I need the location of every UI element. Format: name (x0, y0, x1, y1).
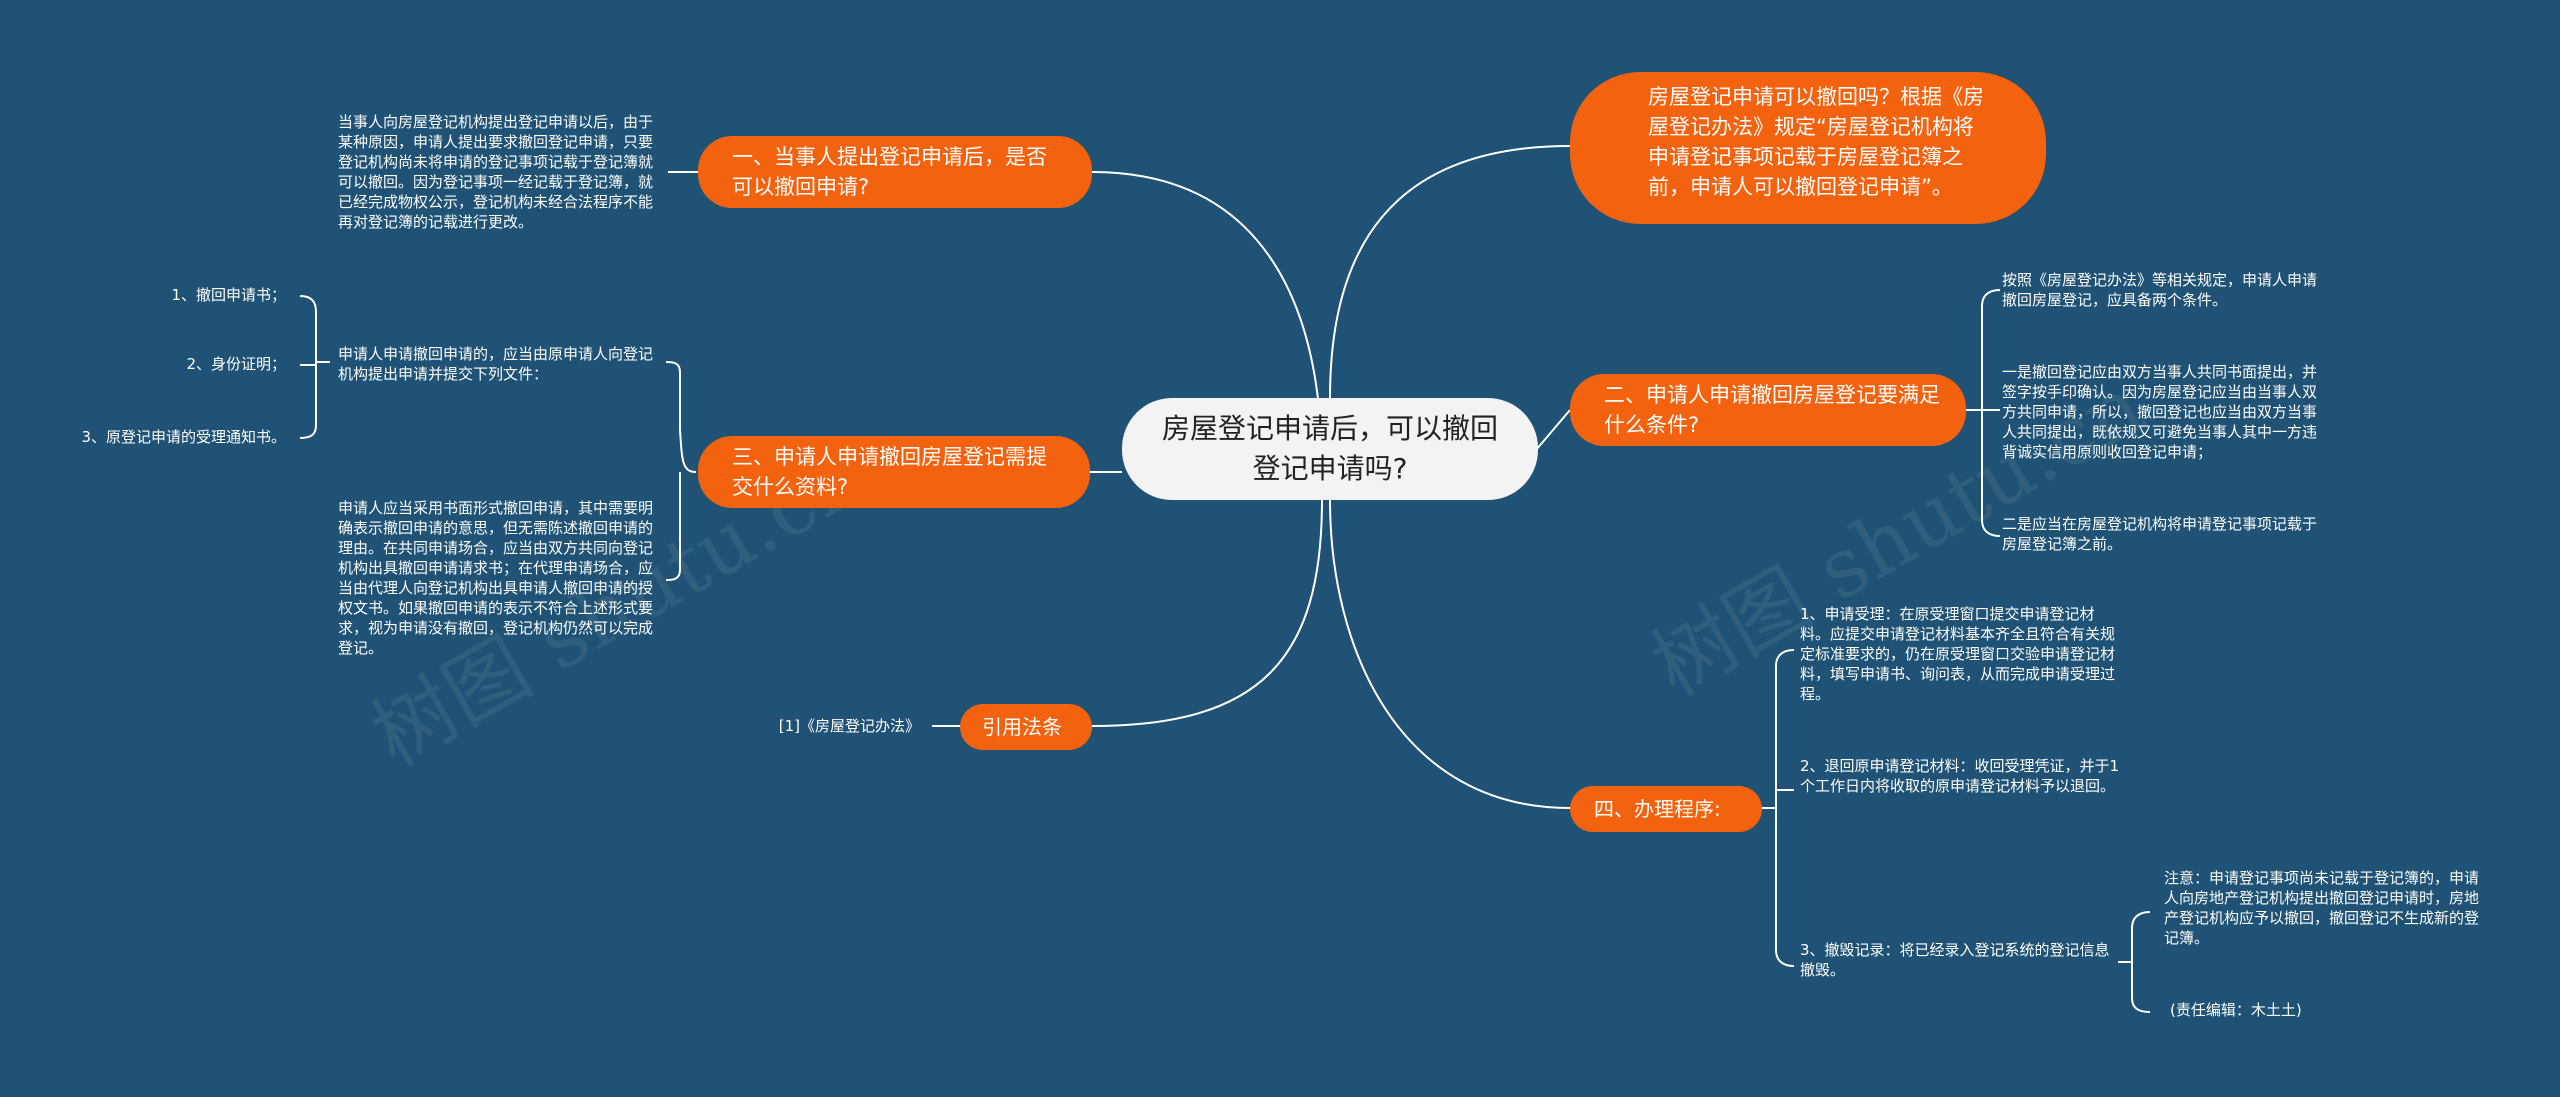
branch-law[interactable]: 引用法条 (960, 704, 1092, 750)
branch-4-step-1: 1、申请受理：在原受理窗口提交申请登记材料。应提交申请登记材料基本齐全且符合有关… (1800, 605, 2116, 703)
topic-summary[interactable]: 房屋登记申请可以撤回吗？根据《房屋登记办法》规定“房屋登记机构将申请登记事项记载… (1570, 72, 2046, 224)
list-item: 2、身份证明； (186, 355, 286, 373)
branch-4-step-3: 3、撤毁记录：将已经录入登记系统的登记信息撤毁。 (1800, 941, 2110, 979)
connector-branch3-top (665, 361, 697, 473)
branch-1[interactable]: 一、当事人提出登记申请后，是否可以撤回申请? (698, 136, 1092, 208)
branch-1-detail: 当事人向房屋登记机构提出登记申请以后，由于某种原因，申请人提出要求撤回登记申请，… (338, 113, 654, 231)
branch-3-detail-2: 申请人应当采用书面形式撤回申请，其中需要明确表示撤回申请的意思，但无需陈述撤回申… (338, 499, 654, 657)
branch-3-detail-1: 申请人申请撤回申请的，应当由原申请人向登记机构提出申请并提交下列文件： (338, 345, 654, 383)
law-reference: [1]《房屋登记办法》 (778, 717, 920, 735)
list-item: 1、撤回申请书； (171, 286, 286, 304)
bracket-branch4 (1775, 649, 1795, 967)
bracket-items (299, 295, 317, 439)
branch-2-detail-1: 按照《房屋登记办法》等相关规定，申请人申请撤回房屋登记，应具备两个条件。 (2002, 271, 2318, 309)
editor-credit: (责任编辑：木土土) (2170, 1001, 2302, 1019)
branch-4-note: 注意：申请登记事项尚未记载于登记簿的，申请人向房地产登记机构提出撤回登记申请时，… (2164, 869, 2480, 947)
list-item: 3、原登记申请的受理通知书。 (81, 428, 286, 446)
connector-branch3-bottom (665, 472, 681, 581)
connector-law (1091, 499, 1323, 727)
branch-2-detail-3: 二是应当在房屋登记机构将申请登记事项记载于房屋登记簿之前。 (2002, 515, 2318, 553)
connector-top-right (1329, 145, 1571, 399)
branch-4-step-2: 2、退回原申请登记材料：收回受理凭证，并于1个工作日内将收取的原申请登记材料予以… (1800, 757, 2120, 795)
connector-branch2 (1535, 409, 1571, 451)
connector-branch4 (1329, 499, 1571, 809)
bracket-note (2131, 911, 2151, 1013)
branch-4[interactable]: 四、办理程序: (1570, 786, 1762, 832)
branch-2-detail-2: 一是撤回登记应由双方当事人共同书面提出，并签字按手印确认。因为房屋登记应当由当事… (2002, 363, 2318, 461)
branch-3[interactable]: 三、申请人申请撤回房屋登记需提交什么资料? (698, 436, 1090, 508)
bracket-branch2 (1981, 289, 2001, 537)
branch-2[interactable]: 二、申请人申请撤回房屋登记要满足什么条件? (1570, 374, 1966, 446)
central-topic[interactable]: 房屋登记申请后，可以撤回登记申请吗? (1122, 398, 1538, 500)
